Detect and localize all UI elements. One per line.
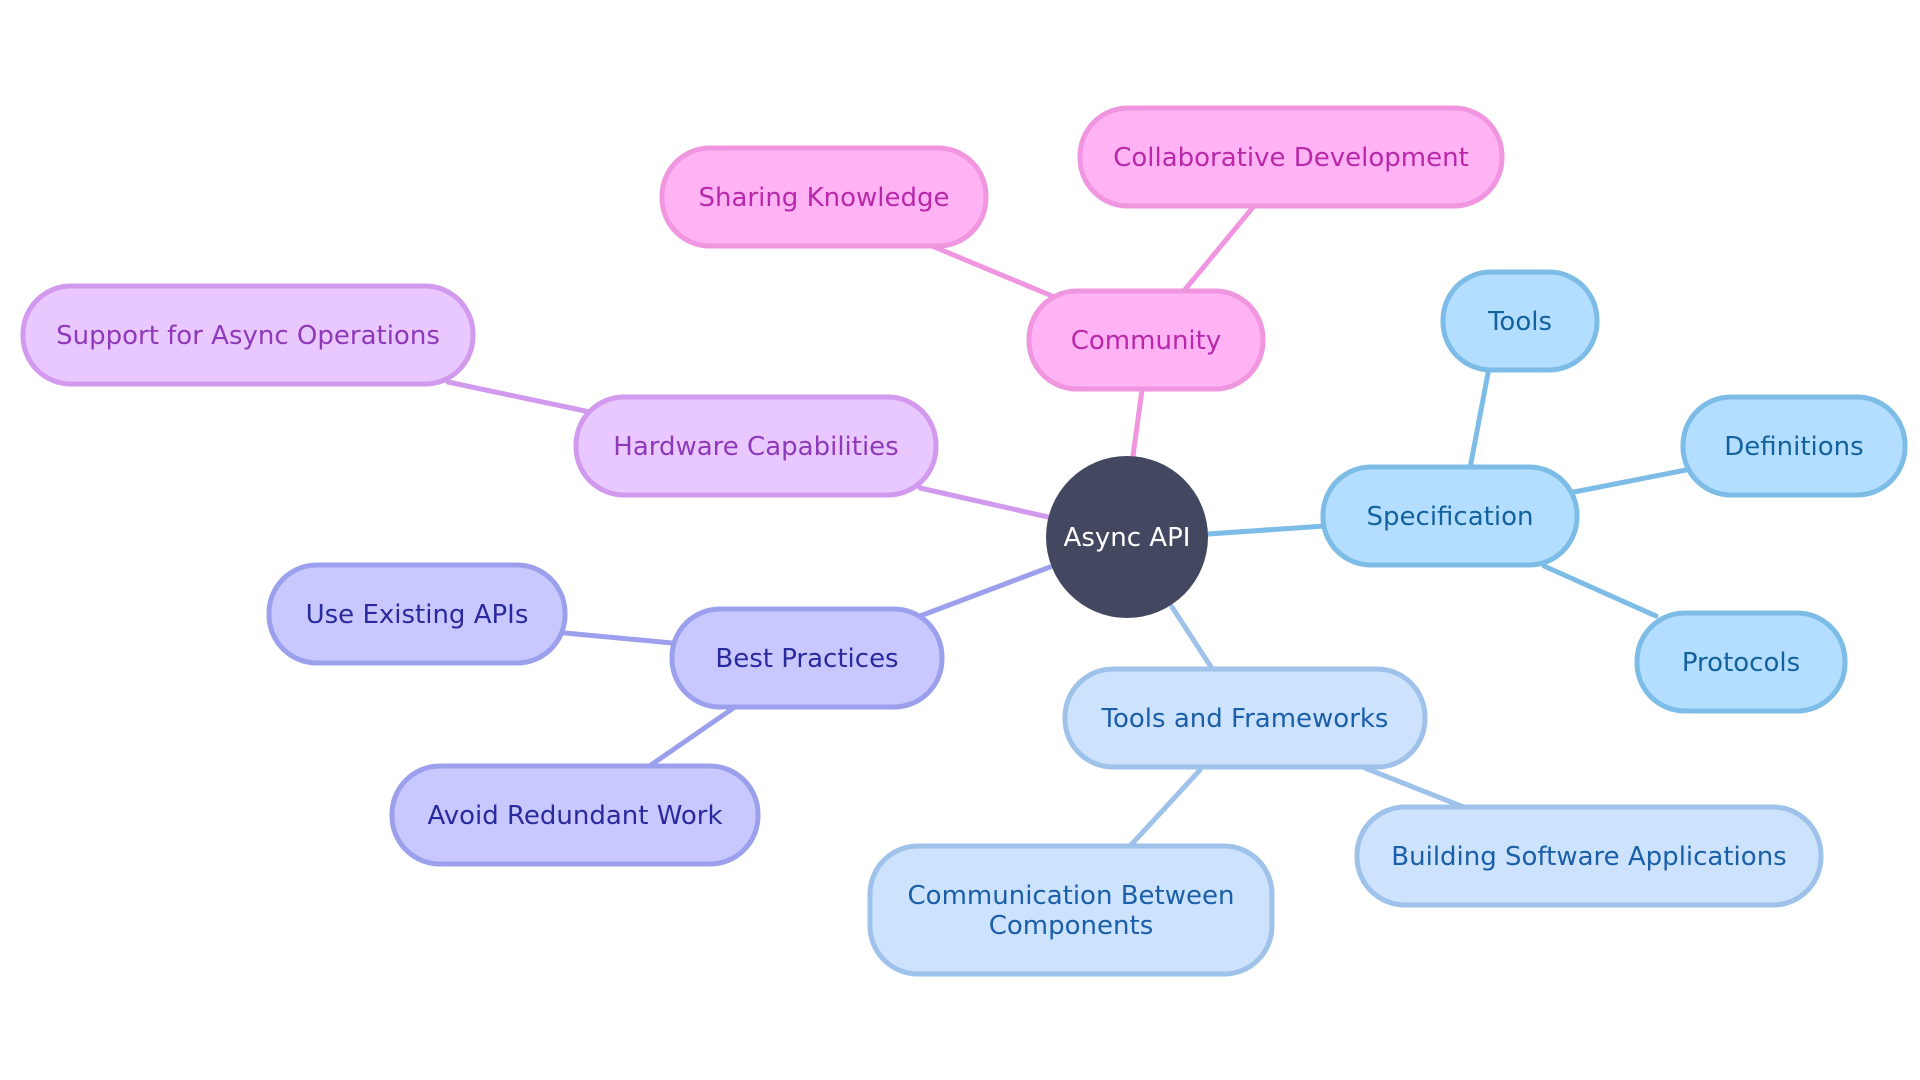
node-tools-label: Tools bbox=[1487, 307, 1552, 337]
node-tools-and-frameworks-label: Tools and Frameworks bbox=[1101, 704, 1389, 734]
node-community-shape bbox=[1026, 288, 1266, 392]
node-best-practices-label: Best Practices bbox=[715, 644, 898, 674]
node-center-async-api[interactable]: Async API bbox=[1046, 456, 1208, 618]
node-best-practices-shape bbox=[669, 606, 945, 710]
edge-tools-and-frameworks-to-building-software-applications bbox=[1362, 765, 1469, 811]
edge-community-to-sharing-knowledge bbox=[929, 243, 1055, 299]
edge-specification-to-definitions bbox=[1571, 467, 1689, 495]
edges-layer bbox=[445, 203, 1689, 849]
node-avoid-redundant-work[interactable]: Avoid Redundant Work bbox=[389, 763, 761, 867]
node-building-software-applications[interactable]: Building Software Applications bbox=[1354, 804, 1824, 908]
edge-center-to-best-practices bbox=[917, 564, 1053, 619]
edge-center-to-specification bbox=[1205, 523, 1328, 537]
node-building-software-applications-shape bbox=[1354, 804, 1824, 908]
node-protocols[interactable]: Protocols bbox=[1634, 610, 1848, 714]
node-use-existing-apis-label: Use Existing APIs bbox=[306, 600, 529, 630]
node-definitions-shape bbox=[1680, 394, 1908, 498]
node-support-for-async-operations-shape bbox=[20, 283, 476, 387]
node-sharing-knowledge-label: Sharing Knowledge bbox=[699, 183, 950, 213]
edge-tools-and-frameworks-to-communication-between-components bbox=[1127, 767, 1203, 849]
node-tools-and-frameworks[interactable]: Tools and Frameworks bbox=[1062, 666, 1428, 770]
node-specification-label: Specification bbox=[1367, 502, 1534, 532]
node-specification-shape bbox=[1320, 464, 1580, 568]
edge-best-practices-to-avoid-redundant-work bbox=[645, 704, 738, 770]
node-sharing-knowledge-shape bbox=[659, 145, 989, 249]
edge-specification-to-protocols bbox=[1541, 563, 1659, 619]
edge-best-practices-to-use-existing-apis bbox=[562, 630, 675, 646]
node-collaborative-development[interactable]: Collaborative Development bbox=[1077, 105, 1505, 209]
edge-hardware-capabilities-to-support-for-async-operations bbox=[445, 379, 593, 415]
nodes-layer: Community Sharing Knowledge Collaborative … bbox=[20, 105, 1908, 977]
node-collaborative-development-shape bbox=[1077, 105, 1505, 209]
node-best-practices[interactable]: Best Practices bbox=[669, 606, 945, 710]
node-support-for-async-operations-label: Support for Async Operations bbox=[56, 321, 440, 351]
node-use-existing-apis-shape bbox=[266, 562, 568, 666]
node-tools-and-frameworks-shape bbox=[1062, 666, 1428, 770]
node-sharing-knowledge[interactable]: Sharing Knowledge bbox=[659, 145, 989, 249]
node-use-existing-apis[interactable]: Use Existing APIs bbox=[266, 562, 568, 666]
edge-center-to-hardware-capabilities bbox=[917, 485, 1051, 520]
node-community[interactable]: Community bbox=[1026, 288, 1266, 392]
node-hardware-capabilities[interactable]: Hardware Capabilities bbox=[573, 394, 939, 498]
node-protocols-shape bbox=[1634, 610, 1848, 714]
node-tools-shape bbox=[1440, 269, 1600, 373]
edge-center-to-community bbox=[1130, 387, 1145, 459]
node-specification[interactable]: Specification bbox=[1320, 464, 1580, 568]
node-definitions[interactable]: Definitions bbox=[1680, 394, 1908, 498]
node-hardware-capabilities-label: Hardware Capabilities bbox=[613, 432, 898, 462]
node-community-label: Community bbox=[1071, 326, 1221, 356]
node-avoid-redundant-work-shape bbox=[389, 763, 761, 867]
center-label: Async API bbox=[1064, 523, 1191, 553]
node-support-for-async-operations[interactable]: Support for Async Operations bbox=[20, 283, 476, 387]
node-building-software-applications-label: Building Software Applications bbox=[1391, 842, 1786, 872]
node-hardware-capabilities-shape bbox=[573, 394, 939, 498]
node-tools[interactable]: Tools bbox=[1440, 269, 1600, 373]
center-circle bbox=[1046, 456, 1208, 618]
edge-center-to-tools-and-frameworks bbox=[1169, 604, 1216, 673]
node-avoid-redundant-work-label: Avoid Redundant Work bbox=[427, 801, 722, 831]
node-protocols-label: Protocols bbox=[1682, 648, 1800, 678]
edge-community-to-collaborative-development bbox=[1180, 203, 1257, 295]
node-communication-between-components-shape bbox=[867, 843, 1275, 977]
node-collaborative-development-label: Collaborative Development bbox=[1113, 143, 1469, 173]
node-definitions-label: Definitions bbox=[1724, 432, 1863, 462]
